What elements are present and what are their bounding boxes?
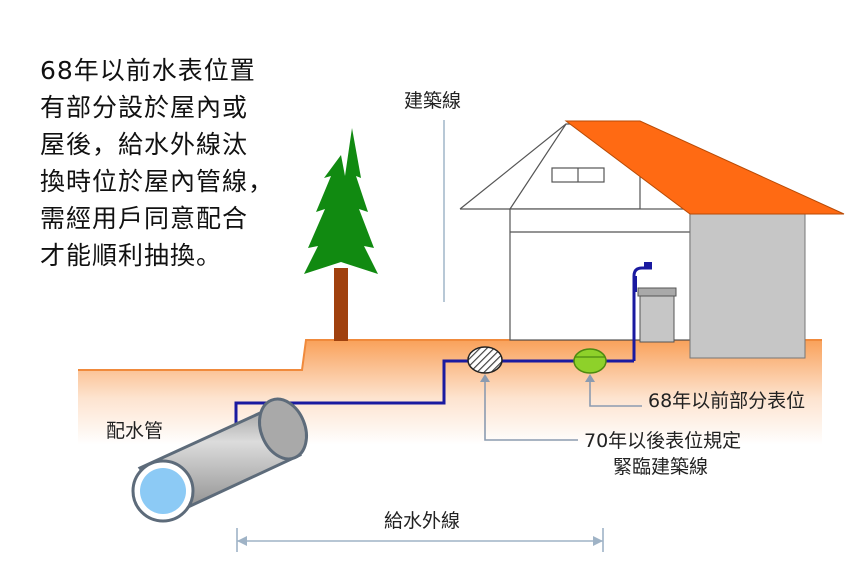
pre68-meter-label: 68年以前部分表位	[648, 390, 806, 412]
service-line-pipe	[234, 359, 634, 425]
distribution-pipe-icon	[131, 397, 308, 523]
house-roof	[564, 120, 845, 215]
house-icon	[459, 120, 845, 359]
distribution-pipe-label: 配水管	[106, 420, 164, 442]
post70-callout-line	[484, 376, 578, 441]
service-line-label: 給水外線	[384, 510, 461, 532]
post70-meter-label-line2: 緊臨建築線	[613, 456, 709, 478]
faucet-icon	[632, 262, 652, 361]
house-annex	[689, 213, 806, 359]
building-line-label: 建築線	[404, 90, 462, 112]
note-line: 換時位於屋內管線，	[40, 167, 275, 196]
post70-meter-label-line1: 70年以後表位規定	[584, 430, 742, 452]
explanatory-note: 68年以前水表位置 有部分設於屋內或 屋後，給水外線汰 換時位於屋內管線， 需經…	[40, 52, 300, 274]
note-line: 屋後，給水外線汰	[40, 130, 249, 159]
note-line: 才能順利抽換。	[40, 241, 223, 270]
pre68-meter-icon	[573, 348, 607, 374]
service-line-dimension	[236, 528, 604, 552]
water-tank	[639, 287, 675, 343]
note-line: 68年以前水表位置	[40, 56, 256, 85]
post70-meter-icon	[467, 346, 503, 374]
tree-icon	[304, 128, 378, 341]
pre68-callout-line	[589, 376, 642, 407]
note-line: 需經用戶同意配合	[40, 204, 249, 233]
note-line: 有部分設於屋內或	[40, 93, 249, 122]
